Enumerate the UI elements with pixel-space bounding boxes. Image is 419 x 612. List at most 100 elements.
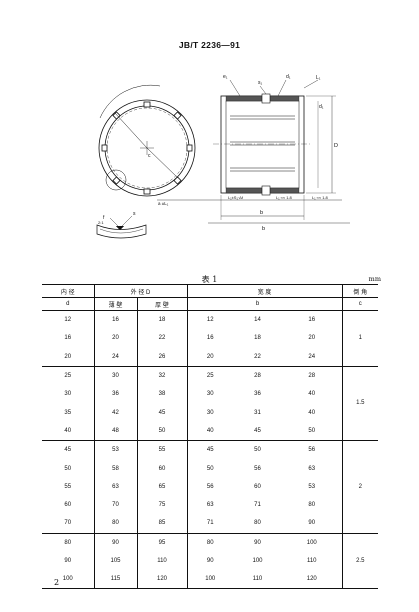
cell-b3: 20	[282, 329, 343, 348]
cell-d: 100	[42, 570, 95, 590]
cell-b3: 40	[282, 403, 343, 422]
cell-b2: 110	[233, 570, 282, 590]
side-D-label: D	[334, 143, 338, 149]
side-bottom-right: L₁ ≈≈ 1.8	[312, 195, 329, 200]
header-width: 宽 度	[187, 284, 343, 298]
side-d1-label: d₁	[319, 104, 324, 110]
cell-b3: 110	[282, 551, 343, 571]
cell-b3: 50	[282, 421, 343, 442]
cell-b2: 28	[254, 373, 261, 380]
cell-thick: 32	[137, 366, 188, 386]
cell-b1: 80	[206, 539, 214, 546]
cell-b1: 16	[206, 335, 214, 342]
table-subheader-row: d 薄 壁 厚 壁 b c	[42, 297, 378, 311]
cell-d: 30	[42, 385, 95, 404]
front-chamfer-label: a ±L₁	[158, 201, 169, 206]
cell-thin: 36	[94, 385, 138, 404]
page-number: 2	[54, 578, 60, 587]
cell-d: 50	[42, 459, 95, 478]
cell-b2: 56	[254, 465, 261, 472]
cell-b2: 36	[254, 391, 261, 398]
cell-thin: 58	[94, 459, 138, 478]
cell-d: 25	[42, 366, 95, 386]
cell-thick: 18	[137, 310, 188, 330]
side-L1-label: L₁	[316, 75, 321, 81]
cell-d: 90	[42, 551, 95, 571]
table-header-row: 内 径 外 径 D 宽 度 倒 角	[42, 284, 378, 298]
cell-b1: 71	[187, 514, 233, 534]
table-caption: 表 1	[201, 275, 218, 284]
side-e1-label: e₁	[223, 74, 228, 80]
page-header: JB/T 2236—91	[178, 40, 241, 50]
cell-d: 55	[42, 477, 95, 496]
header-outer: 外 径 D	[94, 284, 188, 298]
cell-thick: 26	[137, 347, 188, 367]
cell-b2: 14	[254, 317, 261, 324]
cell-thin: 70	[94, 495, 138, 515]
cell-b3: 80	[282, 495, 343, 515]
cell-b3: 16	[282, 310, 343, 330]
cell-thick: 38	[137, 385, 188, 404]
cell-thick: 85	[137, 514, 188, 534]
cell-thin: 115	[94, 570, 138, 590]
cell-b1: 20	[187, 347, 233, 367]
cell-b1: 100	[187, 570, 233, 590]
cell-b2: 90	[254, 539, 261, 546]
cell-b3: 90	[282, 514, 343, 534]
cell-d: 40	[42, 421, 95, 442]
cell-b2: 31	[254, 409, 261, 416]
header-inner: 内 径	[42, 284, 95, 298]
detail-s-label: s	[133, 211, 136, 217]
cell-d: 20	[42, 347, 95, 367]
cell-b3: 100	[282, 533, 343, 552]
side-bottom-left: L₁±S₁·Δf	[228, 195, 244, 200]
cell-b1: 63	[206, 502, 214, 509]
cell-b3: 56	[282, 440, 343, 460]
cell-b2: 60	[254, 483, 261, 490]
cell-d: 80	[42, 533, 95, 552]
cell-b1: 30	[206, 409, 214, 416]
cell-b3: 120	[282, 570, 343, 590]
cell-thick: 50	[137, 421, 188, 442]
cell-d: 45	[42, 440, 95, 460]
cell-thick: 95	[137, 533, 188, 552]
subheader-thin: 薄 壁	[94, 297, 138, 311]
cell-b1: 56	[206, 483, 214, 490]
cell-b2: 22	[233, 347, 282, 367]
cell-thick: 65	[137, 477, 188, 496]
side-view: D d₁ e₁ s₁ d₁ L₁ L₁±S₁·Δf L₁ ≈≈ 1.8 L₁ ≈…	[200, 74, 350, 232]
detail-scale-label: 2:1	[98, 220, 104, 225]
cell-thick: 75	[137, 495, 188, 515]
cell-thin: 24	[94, 347, 138, 367]
side-s1-label: s₁	[258, 80, 263, 86]
cell-b2: 80	[233, 514, 282, 534]
cell-d: 70	[42, 514, 95, 534]
cell-chamfer: 2.5	[342, 533, 378, 590]
bushing-drawing: a ±L₁ c f s 2:1 D d₁	[96, 74, 350, 239]
cell-b3: 40	[282, 385, 343, 404]
cell-thick: 60	[137, 459, 188, 478]
subheader-c: c	[342, 297, 378, 311]
cell-thin: 105	[94, 551, 138, 571]
cell-thin: 42	[94, 403, 138, 422]
cell-thin: 20	[94, 329, 138, 348]
cell-chamfer: 2	[342, 440, 378, 534]
cell-d: 35	[42, 403, 95, 422]
cell-b1: 45	[206, 447, 214, 454]
cell-b2: 50	[254, 447, 261, 454]
side-bottom-mid: L₁ ≈≈ 1.8	[276, 195, 293, 200]
detail-f-label: f	[103, 215, 105, 221]
cell-thick: 45	[137, 403, 188, 422]
